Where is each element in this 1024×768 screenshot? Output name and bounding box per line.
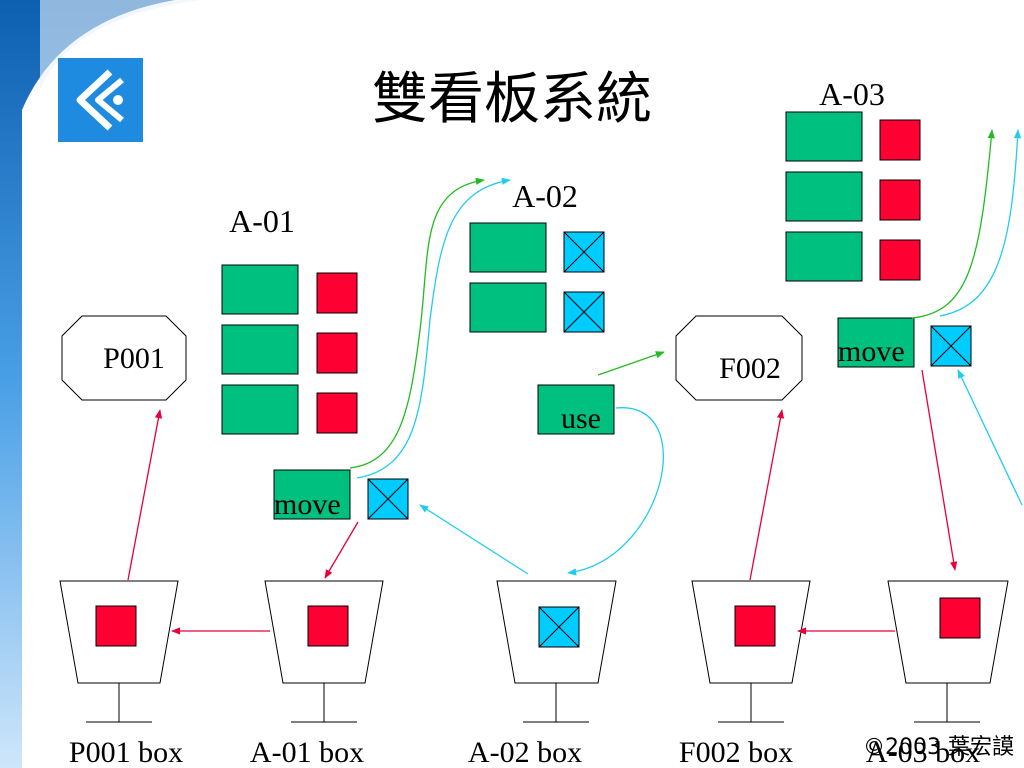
sidebar-highlight	[40, 0, 200, 90]
move-kanban-card	[316, 392, 358, 434]
arrow-green	[597, 351, 665, 376]
copyright-notice: ©2003 葉宏謨	[863, 735, 1014, 760]
arrow-green	[911, 129, 995, 319]
move-station-a01: move	[273, 469, 409, 521]
container-p001-box	[59, 580, 179, 723]
box-label-f002: F002 box	[679, 736, 793, 768]
production-kanban	[469, 282, 547, 333]
use-station: use	[537, 384, 615, 435]
container-a03-box	[887, 580, 1009, 723]
withdrawal-kanban-card	[367, 478, 409, 520]
move-station-a03: move	[837, 317, 972, 368]
withdrawal-kanban-card	[930, 325, 972, 367]
arrow-cyan	[957, 369, 1023, 506]
move-kanban-card	[879, 239, 921, 281]
arrow-cyan	[939, 129, 1022, 317]
withdrawal-kanban-card	[563, 231, 605, 273]
arrow-green	[349, 177, 485, 469]
process-p001: P001	[61, 315, 187, 401]
station-label-a01: A-01	[229, 203, 295, 239]
move-label-a03: move	[838, 335, 905, 368]
use-label: use	[561, 402, 601, 435]
process-label-p001: P001	[103, 342, 165, 375]
production-kanban	[785, 111, 863, 162]
move-kanban-card	[879, 119, 921, 161]
flow-arrows	[127, 129, 1023, 635]
box-label-a02: A-02 box	[468, 736, 582, 768]
kanban-board-a02	[469, 222, 605, 333]
arrow-red	[749, 409, 785, 581]
production-kanban	[221, 384, 299, 435]
arrow-red	[324, 521, 359, 579]
kanban-board-a03	[785, 111, 921, 282]
box-label-a03: A-03 box	[866, 736, 980, 768]
production-kanban	[785, 171, 863, 222]
move-kanban-card	[734, 605, 776, 647]
move-kanban-card	[307, 605, 349, 647]
withdrawal-kanban-card	[538, 606, 580, 648]
arrow-cyan	[567, 407, 664, 576]
production-kanban	[221, 324, 299, 375]
move-kanban-card	[95, 605, 137, 647]
process-label-f002: F002	[719, 352, 781, 385]
move-kanban-card	[879, 179, 921, 221]
arrow-cyan	[419, 504, 529, 575]
box-label-a01: A-01 box	[250, 736, 364, 768]
container-a02-box	[496, 580, 617, 723]
move-label-a01: move	[274, 488, 341, 521]
kanban-board-a01	[221, 264, 358, 435]
station-label-a02: A-02	[512, 178, 578, 214]
container-f002-box	[691, 580, 811, 723]
move-kanban-card	[316, 272, 358, 314]
arrow-red	[921, 369, 958, 571]
arrow-cyan	[356, 177, 511, 479]
logo-icon	[58, 58, 143, 142]
process-f002: F002	[675, 315, 803, 401]
move-kanban-card	[939, 597, 981, 639]
arrow-red	[127, 409, 163, 581]
sidebar-band	[0, 0, 175, 768]
container-a01-box	[264, 580, 384, 723]
box-label-p001: P001 box	[69, 736, 183, 768]
station-label-a03: A-03	[819, 76, 885, 112]
production-kanban	[469, 222, 547, 273]
production-kanban	[221, 264, 299, 315]
slide-decoration	[0, 0, 200, 768]
move-kanban-card	[316, 332, 358, 374]
production-kanban	[785, 231, 863, 282]
withdrawal-kanban-card	[563, 291, 605, 333]
page-title: 雙看板系統	[372, 67, 652, 132]
